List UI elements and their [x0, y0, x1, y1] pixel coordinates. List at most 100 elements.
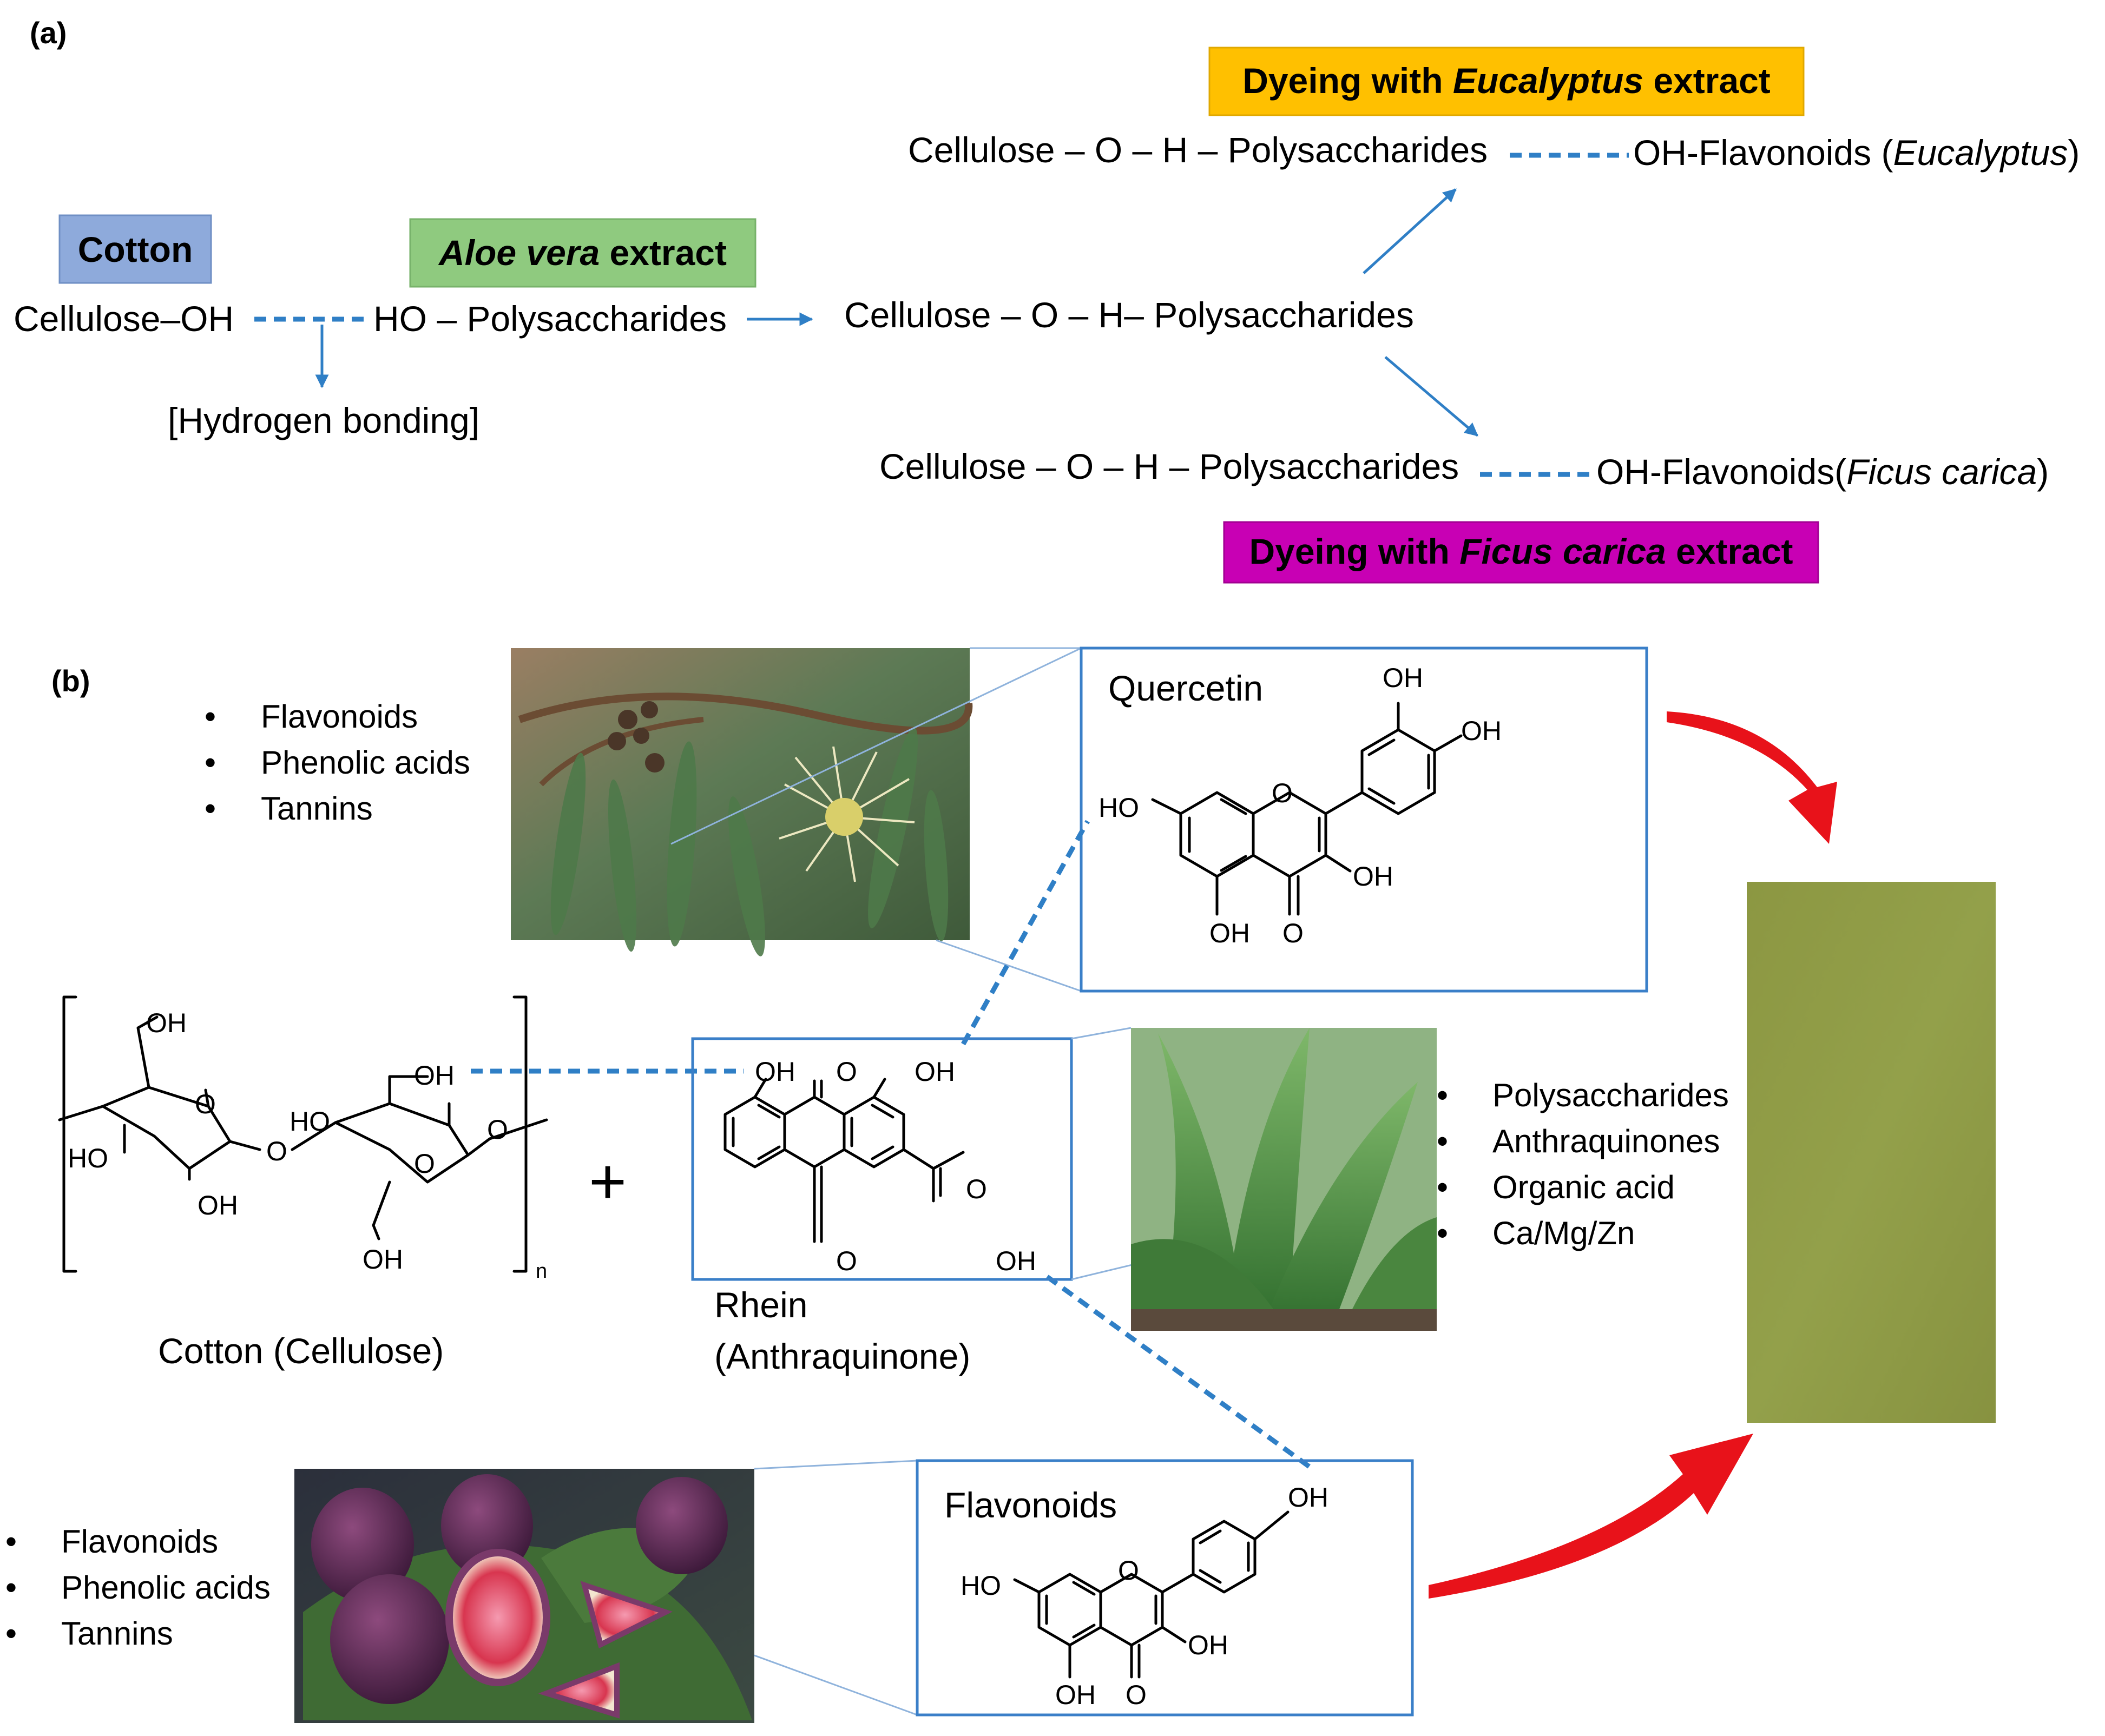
- svg-text:•: •: [205, 744, 216, 781]
- atom-label: O: [1282, 918, 1304, 948]
- upper-branch-arrow-icon: [1363, 188, 1457, 274]
- atom-label: OH: [1461, 716, 1502, 746]
- dyed-fabric-swatch: [1747, 882, 1996, 1423]
- atom-label: HO: [961, 1570, 1001, 1601]
- ficus-complex-text: Cellulose – O – H – Polysaccharides: [879, 446, 1459, 486]
- atom-label: HO: [1098, 793, 1139, 823]
- cellulose-structure: n OH O HO OH O HO OH O O OH: [58, 995, 548, 1283]
- atom-label: HO: [290, 1106, 330, 1137]
- list-item: Phenolic acids: [61, 1569, 271, 1606]
- ho-polysaccharides-text: HO – Polysaccharides: [373, 299, 727, 339]
- atom-label: O: [1126, 1680, 1147, 1710]
- hydrogen-bond-line: [961, 820, 1090, 1046]
- list-item: Phenolic acids: [261, 744, 470, 781]
- atom-label: O: [266, 1136, 287, 1166]
- flavonoid-structure: O HO OH OH OH O: [961, 1482, 1328, 1710]
- panel-a-label: (a): [30, 16, 67, 50]
- subscript-n: n: [536, 1260, 547, 1283]
- atom-label: OH: [996, 1246, 1036, 1276]
- rhein-structure: OH O OH O O OH: [723, 1057, 1036, 1276]
- flavonoids-box: [916, 1459, 1414, 1717]
- quercetin-box: [1080, 646, 1648, 993]
- atom-label: OH: [755, 1057, 795, 1087]
- ficus-tag: [1223, 521, 1819, 584]
- atom-label: OH: [363, 1244, 403, 1275]
- atom-label: O: [487, 1114, 508, 1145]
- svg-text:•: •: [205, 790, 216, 827]
- svg-text:•: •: [1437, 1077, 1448, 1113]
- atom-label: OH: [198, 1190, 238, 1220]
- aloe-compound-list: • Polysaccharides • Anthraquinones • Organi…: [1437, 1077, 1729, 1251]
- atom-label: OH: [1209, 918, 1250, 948]
- fig-compound-list: • Flavonoids • Phenolic acids • Tannins: [5, 1523, 271, 1652]
- svg-text:•: •: [1437, 1215, 1448, 1251]
- svg-text:•: •: [5, 1523, 17, 1560]
- quercetin-title: Quercetin: [1108, 668, 1263, 708]
- atom-label: HO: [68, 1143, 108, 1173]
- list-item: Polysaccharides: [1492, 1077, 1729, 1113]
- ficus-tag-label: Dyeing with Ficus carica extract: [1249, 531, 1793, 571]
- atom-label: OH: [146, 1008, 187, 1038]
- atom-label: OH: [414, 1060, 455, 1091]
- panel-b-label: (b): [51, 664, 90, 698]
- hydrogen-bonding-text: [Hydrogen bonding]: [168, 400, 479, 440]
- list-item: Flavonoids: [261, 698, 418, 735]
- rhein-subtitle: (Anthraquinone): [714, 1336, 970, 1376]
- list-item: Flavonoids: [61, 1523, 218, 1560]
- flavonoids-title: Flavonoids: [944, 1485, 1117, 1525]
- svg-text:•: •: [205, 698, 216, 735]
- atom-label: OH: [1383, 663, 1423, 693]
- eucalyptus-complex-text: Cellulose – O – H – Polysaccharides: [908, 130, 1488, 170]
- curved-arrow-icon: [1429, 1434, 1753, 1599]
- list-item: Anthraquinones: [1492, 1123, 1720, 1159]
- atom-label: O: [195, 1089, 216, 1119]
- cellulose-oh-text: Cellulose–OH: [14, 299, 234, 339]
- atom-label: OH: [915, 1057, 955, 1087]
- connector-line: [1071, 1027, 1132, 1040]
- connector-line: [754, 1460, 918, 1470]
- atom-label: OH: [1288, 1482, 1328, 1513]
- list-item: Tannins: [261, 790, 373, 827]
- eucalyptus-tag-label: Dyeing with Eucalyptus extract: [1242, 61, 1771, 101]
- atom-label: O: [1272, 778, 1293, 808]
- rhein-title: Rhein: [714, 1285, 807, 1325]
- aloe-tag-label: Aloe vera extract: [438, 233, 727, 273]
- cotton-caption: Cotton (Cellulose): [158, 1331, 444, 1371]
- eucalyptus-compound-list: • Flavonoids • Phenolic acids • Tannins: [205, 698, 470, 827]
- cotton-tag-label: Cotton: [78, 229, 193, 269]
- plus-sign: +: [589, 1145, 627, 1218]
- atom-label: OH: [1353, 861, 1393, 892]
- atom-label: O: [1118, 1555, 1139, 1586]
- atom-label: O: [836, 1057, 857, 1087]
- connector-line: [936, 939, 1082, 992]
- svg-text:•: •: [1437, 1169, 1448, 1205]
- atom-label: OH: [1188, 1630, 1228, 1660]
- center-complex-text: Cellulose – O – H– Polysaccharides: [844, 295, 1414, 335]
- list-item: Ca/Mg/Zn: [1492, 1215, 1635, 1251]
- svg-text:•: •: [1437, 1123, 1448, 1159]
- svg-text:•: •: [5, 1569, 17, 1606]
- atom-label: O: [966, 1174, 987, 1204]
- curved-arrow-icon: [1667, 711, 1837, 844]
- hydrogen-bond-line: [1045, 1275, 1314, 1471]
- atom-label: O: [836, 1246, 857, 1276]
- ficus-flavonoids-text: OH-Flavonoids(Ficus carica): [1596, 452, 2049, 492]
- cotton-tag: [58, 214, 212, 284]
- list-item: Tannins: [61, 1615, 173, 1652]
- atom-label: O: [414, 1148, 435, 1179]
- eucalyptus-photo: [511, 648, 973, 956]
- connector-line: [754, 1654, 918, 1716]
- svg-text:•: •: [5, 1615, 17, 1652]
- rhein-box: [691, 1037, 1073, 1281]
- list-item: Organic acid: [1492, 1169, 1675, 1205]
- connector-line: [670, 647, 1082, 845]
- eucalyptus-tag: [1208, 47, 1805, 116]
- fig-photo: [294, 1469, 754, 1723]
- eucalyptus-flavonoids-text: OH-Flavonoids (Eucalyptus): [1633, 133, 2080, 173]
- lower-branch-arrow-icon: [1384, 356, 1478, 437]
- atom-label: OH: [1055, 1680, 1096, 1710]
- quercetin-structure: O HO OH OH OH OH O: [1098, 663, 1502, 948]
- aloe-tag: [409, 218, 757, 288]
- aloe-photo: [1131, 1028, 1437, 1331]
